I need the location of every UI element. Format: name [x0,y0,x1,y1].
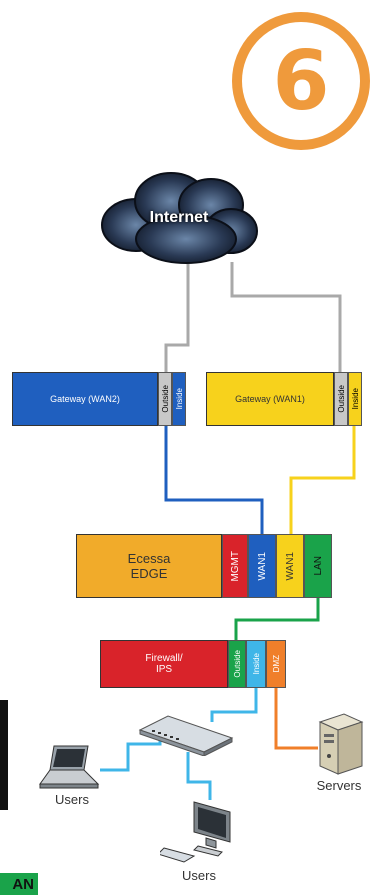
gateway-wan2-port-inside: Inside [172,372,186,426]
link-edge-firewall [234,598,320,640]
switch-icon [138,712,234,757]
ecessa-edge-box: Ecessa EDGE [76,534,222,598]
users-desktop-label: Users [182,868,216,883]
link-switch-desktop [186,752,212,800]
gateway-wan1-label: Gateway (WAN1) [235,394,305,404]
gateway-wan1-port-inside: Inside [348,372,362,426]
desktop-icon [157,798,240,864]
servers-label: Servers [316,778,362,793]
link-internet-wan2 [164,262,190,372]
edge-port-lan: LAN [304,534,332,598]
server-icon [314,712,366,776]
laptop-icon [36,742,104,792]
internet-label: Internet [149,209,209,226]
gateway-wan1-port-outside: Outside [334,372,348,426]
firewall-box: Firewall/ IPS [100,640,228,688]
link-wan2-edge [164,426,264,534]
firewall-port-inside: Inside [246,640,266,688]
firewall-label-line1: Firewall/ [145,653,183,664]
gateway-wan2-box: Gateway (WAN2) [12,372,158,426]
step-number-badge: 6 [232,12,370,150]
link-wan1-edge [289,426,356,534]
link-internet-wan1 [230,262,342,372]
link-dmz-servers [274,688,318,750]
cloud-icon: Internet [96,165,262,269]
firewall-label-line2: IPS [155,664,173,675]
users-laptop-label: Users [55,792,89,807]
edge-port-wan1-blue: WAN1 [248,534,276,598]
edge-label-line1: Ecessa [127,551,171,566]
gateway-wan2-port-outside: Outside [158,372,172,426]
link-inside-switch [210,688,258,722]
edge-label-line2: EDGE [130,566,168,581]
edge-port-mgmt: MGMT [222,534,248,598]
offscreen-device-edge [0,700,8,810]
firewall-port-outside: Outside [228,640,246,688]
lan-corner-tag: AN [0,873,38,895]
gateway-wan2-label: Gateway (WAN2) [50,394,120,404]
firewall-port-dmz: DMZ [266,640,286,688]
edge-port-wan1-yellow: WAN1 [276,534,304,598]
gateway-wan1-box: Gateway (WAN1) [206,372,334,426]
